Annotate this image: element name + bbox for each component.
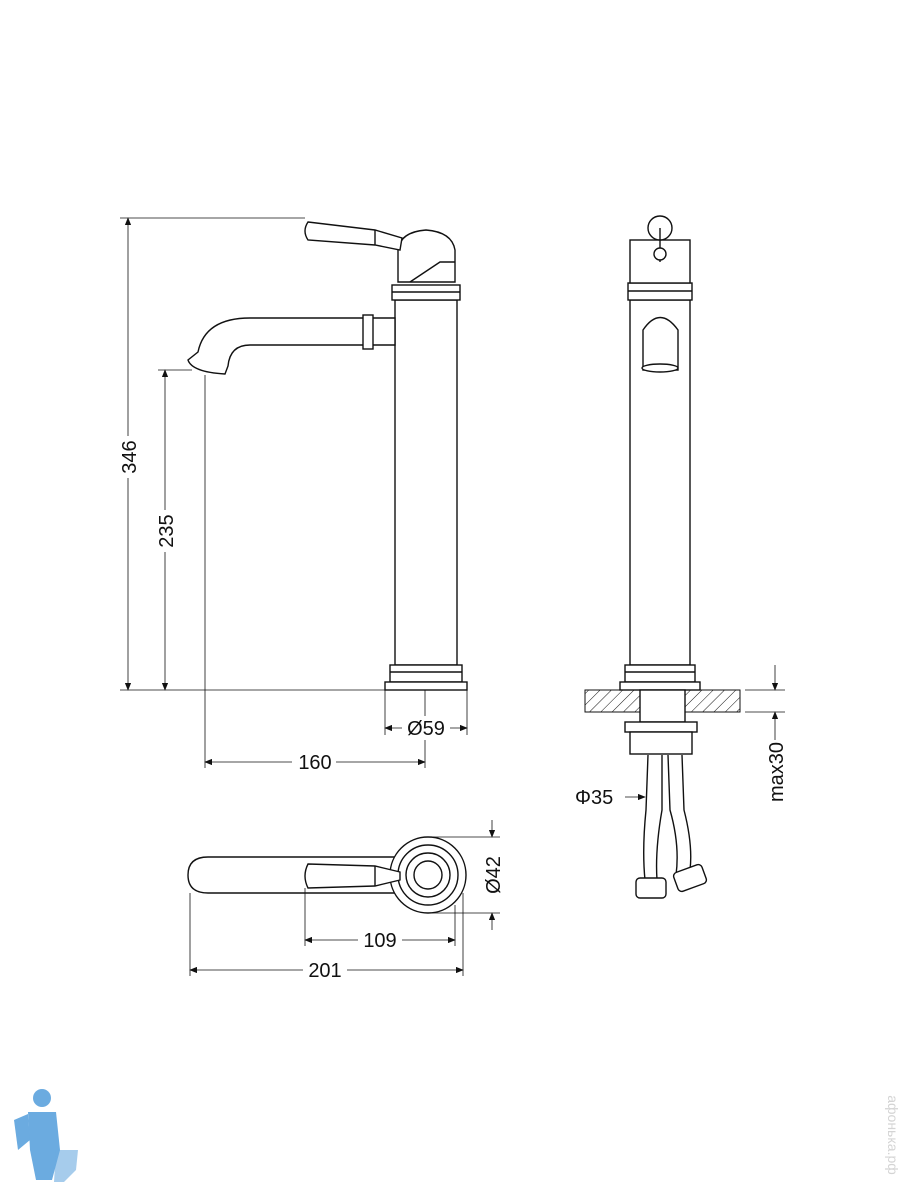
dim-201: 201 [308,960,341,982]
side-view: 346 235 160 Ø59 [115,217,468,774]
dim-59: Ø59 [407,718,445,740]
dim-109: 109 [363,930,396,952]
plumber-logo [14,1089,78,1182]
dim-42: Ø42 [483,856,505,894]
dim-max30: max30 [766,742,788,802]
dim-160: 160 [298,752,331,774]
front-view: Φ35 max30 [575,215,788,899]
dim-346: 346 [119,440,141,473]
dim-phi35: Φ35 [575,787,613,809]
top-view: Ø42 109 201 [187,820,505,982]
dim-235: 235 [156,514,178,547]
watermark: афонька.рф [885,1095,900,1175]
faucet-body [394,299,458,666]
